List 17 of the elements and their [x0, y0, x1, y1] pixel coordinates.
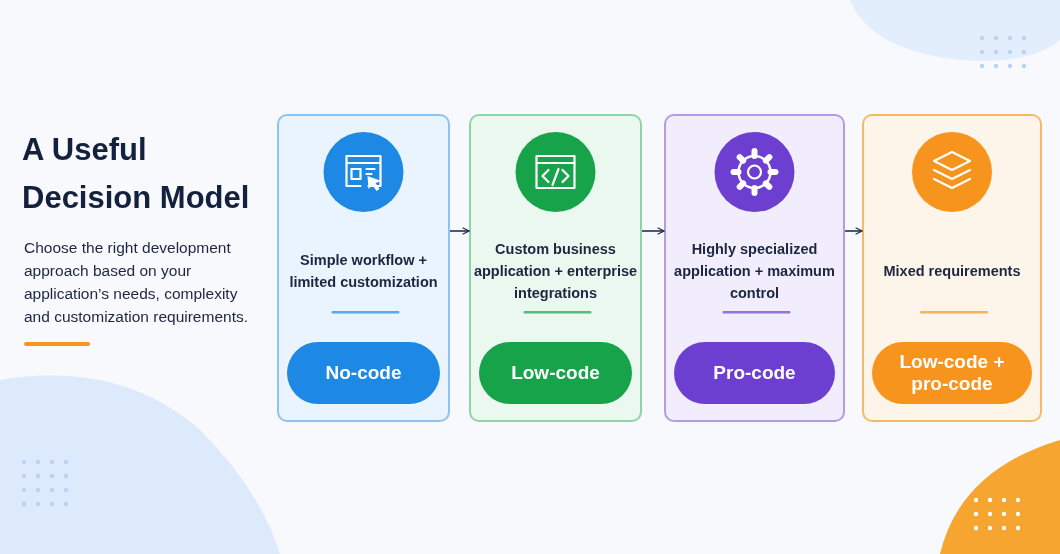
title: A Useful Decision Model — [22, 131, 251, 217]
option-card — [469, 114, 642, 422]
approach-pill: No-code — [287, 342, 440, 404]
option-card — [277, 114, 450, 422]
description-text: Choose the right development approach based on your application’s needs, complexity and customization requirements. — [24, 238, 249, 327]
card-description: Highly specialized application + maximum control — [673, 240, 836, 303]
card-description: Mixed requirements — [882, 262, 1022, 281]
approach-pill: Low-code + pro-code — [872, 342, 1032, 404]
approach-pill: Low-code — [479, 342, 632, 404]
option-card — [862, 114, 1042, 422]
arrow — [844, 227, 863, 235]
approach-pill: Pro-code — [674, 342, 835, 404]
arrow — [641, 227, 665, 235]
card-description: Simple workflow + limited customization — [288, 251, 439, 292]
card-description: Custom business application + enterprise integrations — [473, 240, 638, 303]
option-card — [664, 114, 845, 422]
arrow — [449, 227, 470, 235]
